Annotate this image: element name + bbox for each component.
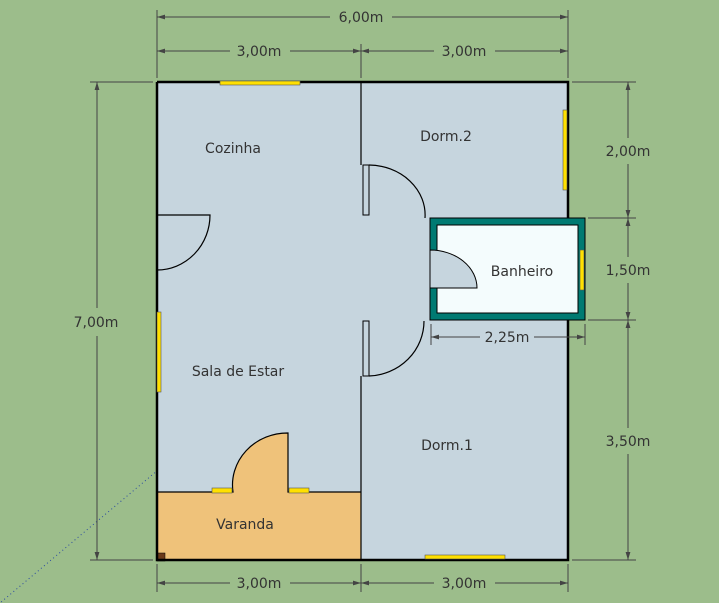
svg-text:2,25m: 2,25m <box>485 330 530 346</box>
varanda-outline <box>157 432 361 493</box>
dim-right-top: 2,00m <box>606 82 651 218</box>
svg-text:3,00m: 3,00m <box>442 576 487 592</box>
guide-line <box>0 469 159 603</box>
svg-text:3,00m: 3,00m <box>442 44 487 60</box>
svg-text:1,50m: 1,50m <box>606 263 651 279</box>
dim-bathroom-width: 2,25m <box>431 330 585 346</box>
window-varanda-left <box>211 487 233 494</box>
window-sala <box>156 311 162 393</box>
dim-top-left: 3,00m <box>157 44 361 60</box>
room-label-cozinha: Cozinha <box>205 141 261 157</box>
dim-top-right: 3,00m <box>361 44 568 60</box>
svg-text:7,00m: 7,00m <box>74 315 119 331</box>
window-dorm1 <box>424 554 506 560</box>
svg-text:6,00m: 6,00m <box>339 10 384 26</box>
room-label-dorm1: Dorm.1 <box>421 438 473 454</box>
varanda-floor <box>157 433 361 560</box>
dim-right-bottom: 3,50m <box>606 320 651 560</box>
dim-right-mid: 1,50m <box>606 218 651 320</box>
svg-text:3,50m: 3,50m <box>606 434 651 450</box>
window-cozinha <box>219 80 301 86</box>
room-label-varanda: Varanda <box>216 517 274 533</box>
dim-total-height: 7,00m <box>74 82 119 560</box>
dim-bottom-right: 3,00m <box>361 576 568 592</box>
dim-total-width: 6,00m <box>157 10 568 26</box>
bathroom <box>429 217 586 321</box>
window-dorm2 <box>562 109 568 191</box>
door-dorm1[interactable] <box>362 320 425 377</box>
room-label-dorm2: Dorm.2 <box>420 129 472 145</box>
room-label-sala: Sala de Estar <box>192 364 285 380</box>
door-cozinha[interactable] <box>156 214 211 271</box>
door-dorm2[interactable] <box>362 164 426 219</box>
svg-text:2,00m: 2,00m <box>606 144 651 160</box>
window-varanda-right <box>288 487 310 494</box>
room-label-banheiro: Banheiro <box>491 264 553 280</box>
svg-text:3,00m: 3,00m <box>237 576 282 592</box>
dim-bottom-left: 3,00m <box>157 576 361 592</box>
svg-text:3,00m: 3,00m <box>237 44 282 60</box>
window-bathroom <box>579 249 585 291</box>
